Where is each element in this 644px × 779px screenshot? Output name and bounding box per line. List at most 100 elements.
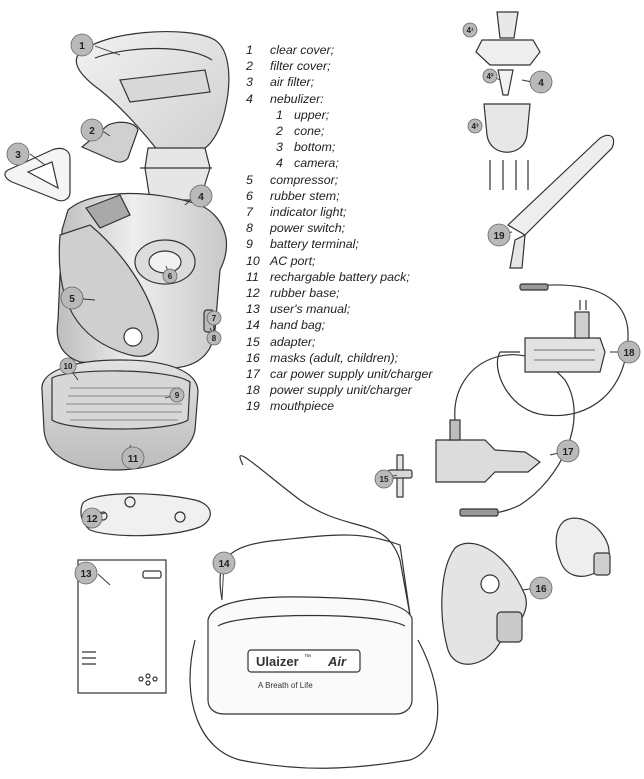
legend-number: 4 (276, 156, 283, 171)
legend-label: upper; (294, 107, 330, 122)
legend-number: 1 (276, 107, 283, 122)
legend-label: adapter; (270, 334, 316, 349)
callout-14: 14 (212, 551, 236, 575)
callout-circle (80, 118, 104, 142)
legend-label: masks (adult, children); (270, 350, 399, 365)
bag-tm: ™ (304, 654, 311, 661)
callout-label: 3 (15, 150, 21, 161)
legend-number: 13 (246, 302, 260, 317)
callout-8: 8 (206, 330, 222, 346)
legend-label: hand bag; (270, 318, 326, 333)
callout-circle (189, 184, 213, 208)
callout-label: 12 (86, 514, 98, 525)
callout-label: 14 (218, 559, 230, 570)
callout-label: 7 (212, 314, 217, 323)
callout-label: 2 (89, 126, 95, 137)
callout-label: 15 (380, 475, 389, 484)
callout-circle (206, 310, 222, 326)
legend-label: power supply unit/charger (270, 383, 412, 398)
callout-4a: 4 (189, 184, 213, 208)
legend-item: 12 rubber base; (246, 285, 433, 301)
ac-charger (496, 283, 629, 417)
callout-13: 13 (74, 561, 98, 585)
callout-circle (467, 118, 483, 134)
legend-number: 17 (246, 367, 260, 382)
legend-number: 9 (246, 237, 253, 252)
callout-circle (374, 469, 394, 489)
legend-number: 2 (246, 59, 253, 74)
bag-model: Air (327, 654, 347, 669)
legend-label: car power supply unit/charger (270, 367, 433, 382)
callout-label: 11 (128, 454, 139, 465)
callout-label: 1 (79, 41, 85, 52)
filter-cover (80, 121, 139, 163)
callout-circle (74, 561, 98, 585)
battery-pack (41, 359, 199, 471)
callout-43: 4³ (467, 118, 483, 134)
callout-7: 7 (206, 310, 222, 326)
callout-label: 18 (623, 348, 635, 359)
legend-number: 6 (246, 188, 253, 203)
callout-15: 15 (374, 469, 394, 489)
legend-label: rubber base; (270, 286, 340, 301)
callout-circle (556, 439, 580, 463)
legend-item: 3 bottom; (246, 139, 433, 155)
callout-circle (206, 330, 222, 346)
legend-number: 1 (246, 43, 253, 57)
callout-circle (70, 33, 94, 57)
legend-item: 13 user's manual; (246, 301, 433, 317)
legend-item: 1 upper; (246, 107, 433, 123)
bag-brand: Ulaizer (256, 654, 299, 669)
callout-label: 8 (212, 334, 217, 343)
callout-label: 19 (493, 231, 505, 242)
legend-number: 15 (246, 334, 260, 349)
callout-label: 4² (486, 72, 493, 81)
callout-42: 4² (482, 68, 498, 84)
legend-label: battery terminal; (270, 237, 359, 252)
callout-circle (487, 223, 511, 247)
legend-number: 8 (246, 221, 253, 236)
callout-18: 18 (617, 340, 641, 364)
callout-circle (462, 22, 478, 38)
callout-circle (617, 340, 641, 364)
legend-label: air filter; (270, 75, 315, 90)
legend-label: AC port; (270, 253, 316, 268)
callout-16: 16 (529, 576, 553, 600)
callout-label: 4 (198, 192, 204, 203)
callout-9: 9 (169, 387, 185, 403)
callout-10: 10 (59, 357, 77, 375)
legend-item: 9 battery terminal; (246, 236, 433, 252)
callout-label: 5 (69, 294, 75, 305)
clear-cover (75, 30, 230, 161)
callout-circle (169, 387, 185, 403)
legend-label: cone; (294, 124, 325, 139)
callout-circle (121, 446, 145, 470)
legend-label: user's manual; (270, 302, 351, 317)
legend-label: mouthpiece (270, 399, 335, 414)
legend-label: nebulizer: (270, 91, 324, 106)
air-filter (4, 147, 71, 202)
callout-circle (6, 142, 30, 166)
callout-19: 19 (487, 223, 511, 247)
legend-number: 12 (246, 286, 260, 301)
legend-label: bottom; (294, 140, 336, 155)
legend-number: 7 (246, 205, 253, 220)
legend-number: 14 (246, 318, 260, 333)
callout-circle (529, 70, 553, 94)
callout-5: 5 (60, 286, 84, 310)
bag-tagline: A Breath of Life (258, 681, 313, 690)
legend-number: 3 (276, 140, 283, 155)
